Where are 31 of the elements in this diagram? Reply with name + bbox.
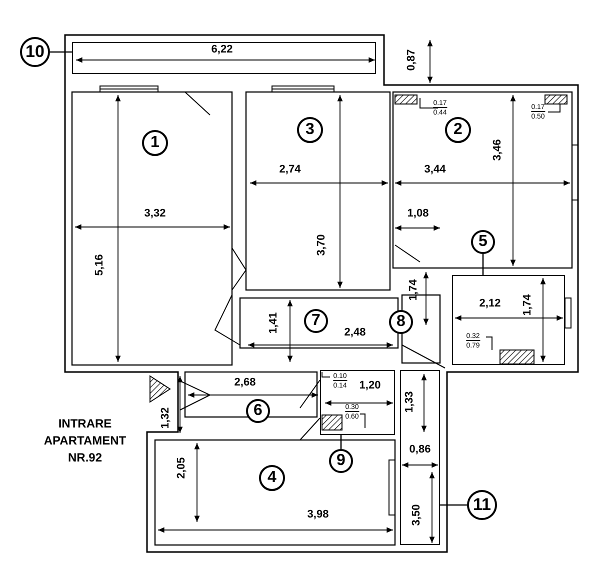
dimension-label: 3,50 bbox=[412, 504, 422, 526]
dimension-label: 3,98 bbox=[307, 510, 329, 520]
dimension-label: 3,46 bbox=[492, 139, 504, 161]
dimension-label: 1,41 bbox=[268, 312, 280, 334]
dimension-label: 6,22 bbox=[211, 44, 233, 56]
leader-line bbox=[50, 51, 72, 53]
dimension-label: 1,33 bbox=[404, 391, 416, 413]
room-area bbox=[452, 275, 565, 365]
dimension-label: 3,32 bbox=[144, 208, 166, 220]
dimension-label: 1,74 bbox=[522, 294, 534, 316]
dimension-label: 3,70 bbox=[316, 234, 328, 256]
dimension-label: 1,74 bbox=[408, 279, 420, 301]
dimension-label: 2,12 bbox=[479, 298, 501, 310]
dimension-label: 2,74 bbox=[279, 164, 301, 176]
dimension-label: 2,68 bbox=[234, 378, 256, 388]
room-area bbox=[320, 370, 395, 435]
dimension-label: 2,48 bbox=[344, 328, 366, 338]
dimension-label: 1,20 bbox=[359, 380, 381, 392]
dimension-label: 0,86 bbox=[409, 444, 431, 456]
leader-line bbox=[340, 435, 342, 449]
room-area bbox=[72, 42, 376, 74]
leader-line bbox=[482, 254, 484, 275]
dimension-label: 2,05 bbox=[176, 457, 188, 479]
dimension-label: 5,16 bbox=[94, 254, 106, 276]
entrance-note: INTRARE APARTAMENT NR.92 bbox=[42, 416, 128, 466]
dimension-label: 1,08 bbox=[407, 208, 429, 220]
room-area bbox=[400, 370, 440, 545]
leader-line bbox=[440, 504, 467, 506]
dimension-label: 0,87 bbox=[406, 49, 418, 71]
dimension-label: 3,44 bbox=[424, 164, 446, 176]
dimension-label: 1,32 bbox=[160, 407, 172, 429]
